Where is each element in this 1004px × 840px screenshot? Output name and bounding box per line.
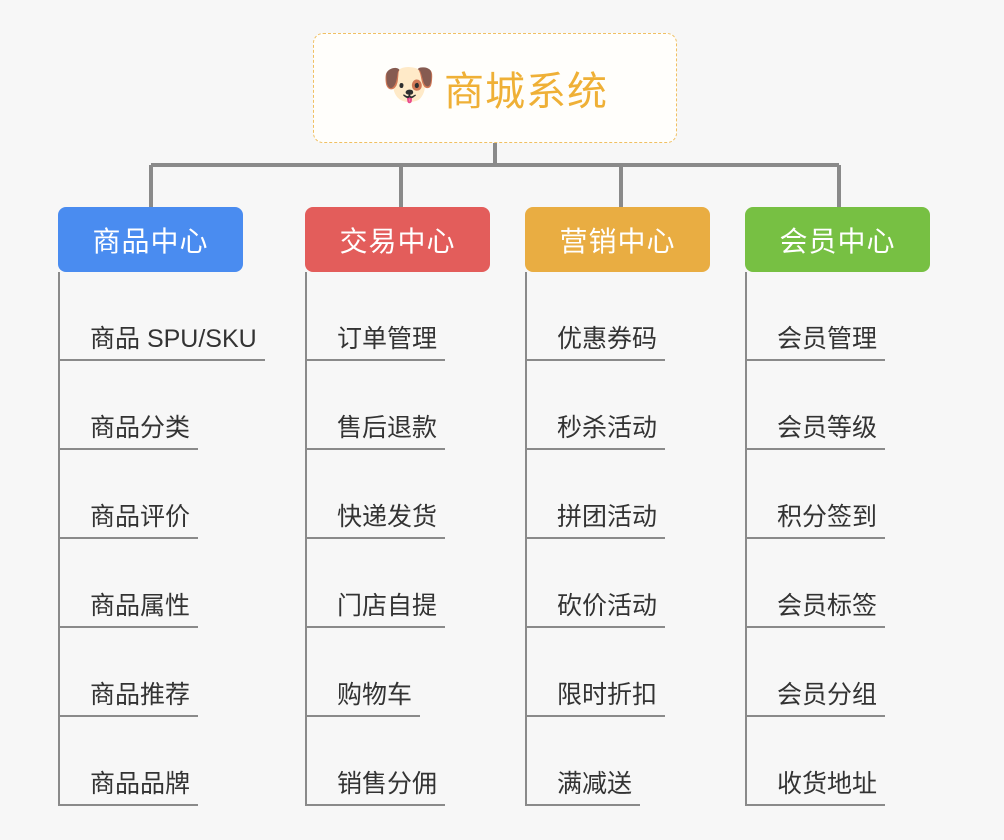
leaf-item-label: 会员分组 xyxy=(777,681,878,709)
leaf-item[interactable]: 销售分佣 xyxy=(291,717,505,806)
root-title: 商城系统 xyxy=(444,70,608,114)
category-header-label: 营销中心 xyxy=(559,225,676,257)
leaf-item-label: 会员管理 xyxy=(777,325,878,353)
leaf-item[interactable]: 快递发货 xyxy=(291,450,505,539)
leaf-item[interactable]: 满减送 xyxy=(511,717,725,806)
branch-marketing-center: 营销中心 优惠券码 秒杀活动 拼团活动 砍价活动 限时折扣 xyxy=(511,207,725,806)
leaf-underline xyxy=(745,804,885,806)
leaf-item[interactable]: 会员标签 xyxy=(731,539,945,628)
leaf-underline xyxy=(305,448,445,450)
leaf-item-label: 商品推荐 xyxy=(90,681,191,709)
leaf-item[interactable]: 商品 SPU/SKU xyxy=(44,272,265,361)
leaf-underline xyxy=(525,626,665,628)
leaf-item[interactable]: 拼团活动 xyxy=(511,450,725,539)
leaf-item-label: 拼团活动 xyxy=(557,503,658,531)
leaf-item-label: 限时折扣 xyxy=(557,681,658,709)
leaf-item-label: 收货地址 xyxy=(777,770,878,798)
leaf-underline xyxy=(58,537,198,539)
leaf-item-label: 售后退款 xyxy=(337,414,438,442)
leaf-underline xyxy=(745,537,885,539)
leaf-item[interactable]: 购物车 xyxy=(291,628,505,717)
leaf-underline xyxy=(58,359,265,361)
leaf-item-label: 满减送 xyxy=(557,770,633,798)
leaf-item-label: 订单管理 xyxy=(337,325,438,353)
leaf-item[interactable]: 积分签到 xyxy=(731,450,945,539)
leaf-item-label: 商品分类 xyxy=(90,414,191,442)
leaf-item[interactable]: 秒杀活动 xyxy=(511,361,725,450)
leaf-item[interactable]: 商品评价 xyxy=(44,450,258,539)
leaf-underline xyxy=(305,359,445,361)
branch-member-center: 会员中心 会员管理 会员等级 积分签到 会员标签 会员分组 xyxy=(731,207,945,806)
leaf-item-label: 快递发货 xyxy=(337,503,438,531)
leaf-underline xyxy=(525,715,665,717)
leaf-underline xyxy=(305,626,445,628)
category-header-label: 会员中心 xyxy=(779,225,896,257)
leaf-underline xyxy=(745,626,885,628)
category-header-label: 商品中心 xyxy=(92,225,209,257)
leaf-list-product-center: 商品 SPU/SKU 商品分类 商品评价 商品属性 商品推荐 商品品牌 xyxy=(44,272,265,806)
leaf-list-marketing-center: 优惠券码 秒杀活动 拼团活动 砍价活动 限时折扣 满减送 xyxy=(511,272,725,806)
category-header-product-center[interactable]: 商品中心 xyxy=(58,207,243,272)
leaf-item[interactable]: 售后退款 xyxy=(291,361,505,450)
leaf-item-label: 购物车 xyxy=(337,681,413,709)
leaf-item[interactable]: 收货地址 xyxy=(731,717,945,806)
column-spine xyxy=(745,272,747,806)
column-spine xyxy=(525,272,527,806)
leaf-underline xyxy=(305,537,445,539)
leaf-underline xyxy=(58,804,198,806)
branch-product-center: 商品中心 商品 SPU/SKU 商品分类 商品评价 商品属性 商品推荐 xyxy=(44,207,265,806)
category-header-label: 交易中心 xyxy=(339,225,456,257)
leaf-underline xyxy=(525,448,665,450)
leaf-item-label: 商品品牌 xyxy=(90,770,191,798)
branch-trade-center: 交易中心 订单管理 售后退款 快递发货 门店自提 购物车 xyxy=(291,207,505,806)
column-spine xyxy=(58,272,60,806)
leaf-item[interactable]: 商品推荐 xyxy=(44,628,258,717)
leaf-underline xyxy=(58,448,198,450)
leaf-item[interactable]: 会员管理 xyxy=(731,272,945,361)
leaf-item[interactable]: 会员分组 xyxy=(731,628,945,717)
leaf-underline xyxy=(745,359,885,361)
leaf-item-label: 砍价活动 xyxy=(557,592,658,620)
leaf-underline xyxy=(745,448,885,450)
leaf-underline xyxy=(745,715,885,717)
leaf-underline xyxy=(525,804,640,806)
leaf-item[interactable]: 砍价活动 xyxy=(511,539,725,628)
leaf-item-label: 商品属性 xyxy=(90,592,191,620)
category-header-marketing-center[interactable]: 营销中心 xyxy=(525,207,710,272)
leaf-item[interactable]: 商品属性 xyxy=(44,539,258,628)
leaf-item-label: 优惠券码 xyxy=(557,325,658,353)
leaf-item-label: 积分签到 xyxy=(777,503,878,531)
leaf-item[interactable]: 门店自提 xyxy=(291,539,505,628)
leaf-item-label: 秒杀活动 xyxy=(557,414,658,442)
leaf-underline xyxy=(58,715,198,717)
leaf-item[interactable]: 优惠券码 xyxy=(511,272,725,361)
leaf-item-label: 会员标签 xyxy=(777,592,878,620)
root-node-mall-system[interactable]: 🐶 商城系统 xyxy=(313,33,677,143)
leaf-item-label: 商品 SPU/SKU xyxy=(90,325,257,353)
leaf-item[interactable]: 会员等级 xyxy=(731,361,945,450)
leaf-underline xyxy=(58,626,198,628)
leaf-item[interactable]: 订单管理 xyxy=(291,272,505,361)
leaf-underline xyxy=(525,537,665,539)
dog-face-icon: 🐶 xyxy=(382,61,436,109)
leaf-item-label: 会员等级 xyxy=(777,414,878,442)
leaf-underline xyxy=(525,359,665,361)
leaf-underline xyxy=(305,715,420,717)
leaf-item-label: 门店自提 xyxy=(337,592,438,620)
leaf-list-member-center: 会员管理 会员等级 积分签到 会员标签 会员分组 收货地址 xyxy=(731,272,945,806)
column-spine xyxy=(305,272,307,806)
leaf-item[interactable]: 商品分类 xyxy=(44,361,258,450)
category-header-member-center[interactable]: 会员中心 xyxy=(745,207,930,272)
leaf-item[interactable]: 限时折扣 xyxy=(511,628,725,717)
leaf-item-label: 销售分佣 xyxy=(337,770,438,798)
leaf-list-trade-center: 订单管理 售后退款 快递发货 门店自提 购物车 销售分佣 xyxy=(291,272,505,806)
leaf-underline xyxy=(305,804,445,806)
leaf-item-label: 商品评价 xyxy=(90,503,191,531)
category-header-trade-center[interactable]: 交易中心 xyxy=(305,207,490,272)
leaf-item[interactable]: 商品品牌 xyxy=(44,717,258,806)
